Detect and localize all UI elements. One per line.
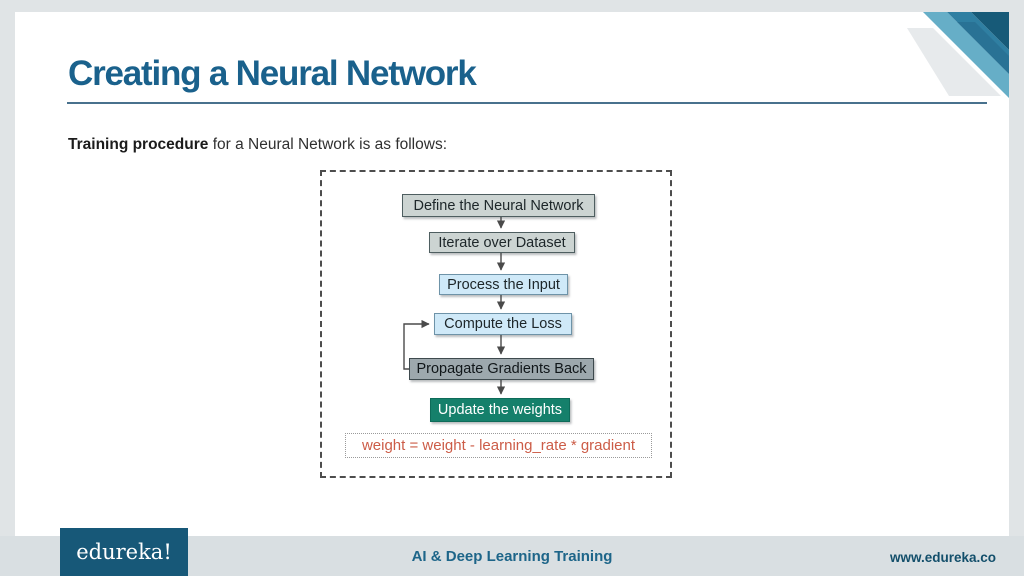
flow-step-define-network: Define the Neural Network xyxy=(402,194,595,217)
intro-text-rest: for a Neural Network is as follows: xyxy=(208,136,447,153)
intro-text-bold: Training procedure xyxy=(68,136,209,153)
edureka-logo: edureka! xyxy=(60,528,188,576)
title-underline xyxy=(67,102,987,104)
footer-website-link: www.edureka.co xyxy=(889,550,996,565)
flow-step-compute-loss: Compute the Loss xyxy=(434,313,572,335)
flow-step-propagate-gradients: Propagate Gradients Back xyxy=(409,358,594,380)
flow-step-process-input: Process the Input xyxy=(439,274,568,295)
weight-update-formula: weight = weight - learning_rate * gradie… xyxy=(345,433,652,458)
flow-step-iterate-dataset: Iterate over Dataset xyxy=(429,232,575,253)
slide-canvas: Creating a Neural Network Training proce… xyxy=(15,12,1009,576)
flowchart-connectors xyxy=(403,217,506,395)
flowchart-frame: Define the Neural Network Iterate over D… xyxy=(320,170,672,478)
page-title: Creating a Neural Network xyxy=(68,54,477,93)
intro-text: Training procedure for a Neural Network … xyxy=(68,136,447,154)
footer-course-title: AI & Deep Learning Training xyxy=(411,548,613,565)
corner-decoration xyxy=(907,12,1009,98)
flow-step-update-weights: Update the weights xyxy=(430,398,570,422)
